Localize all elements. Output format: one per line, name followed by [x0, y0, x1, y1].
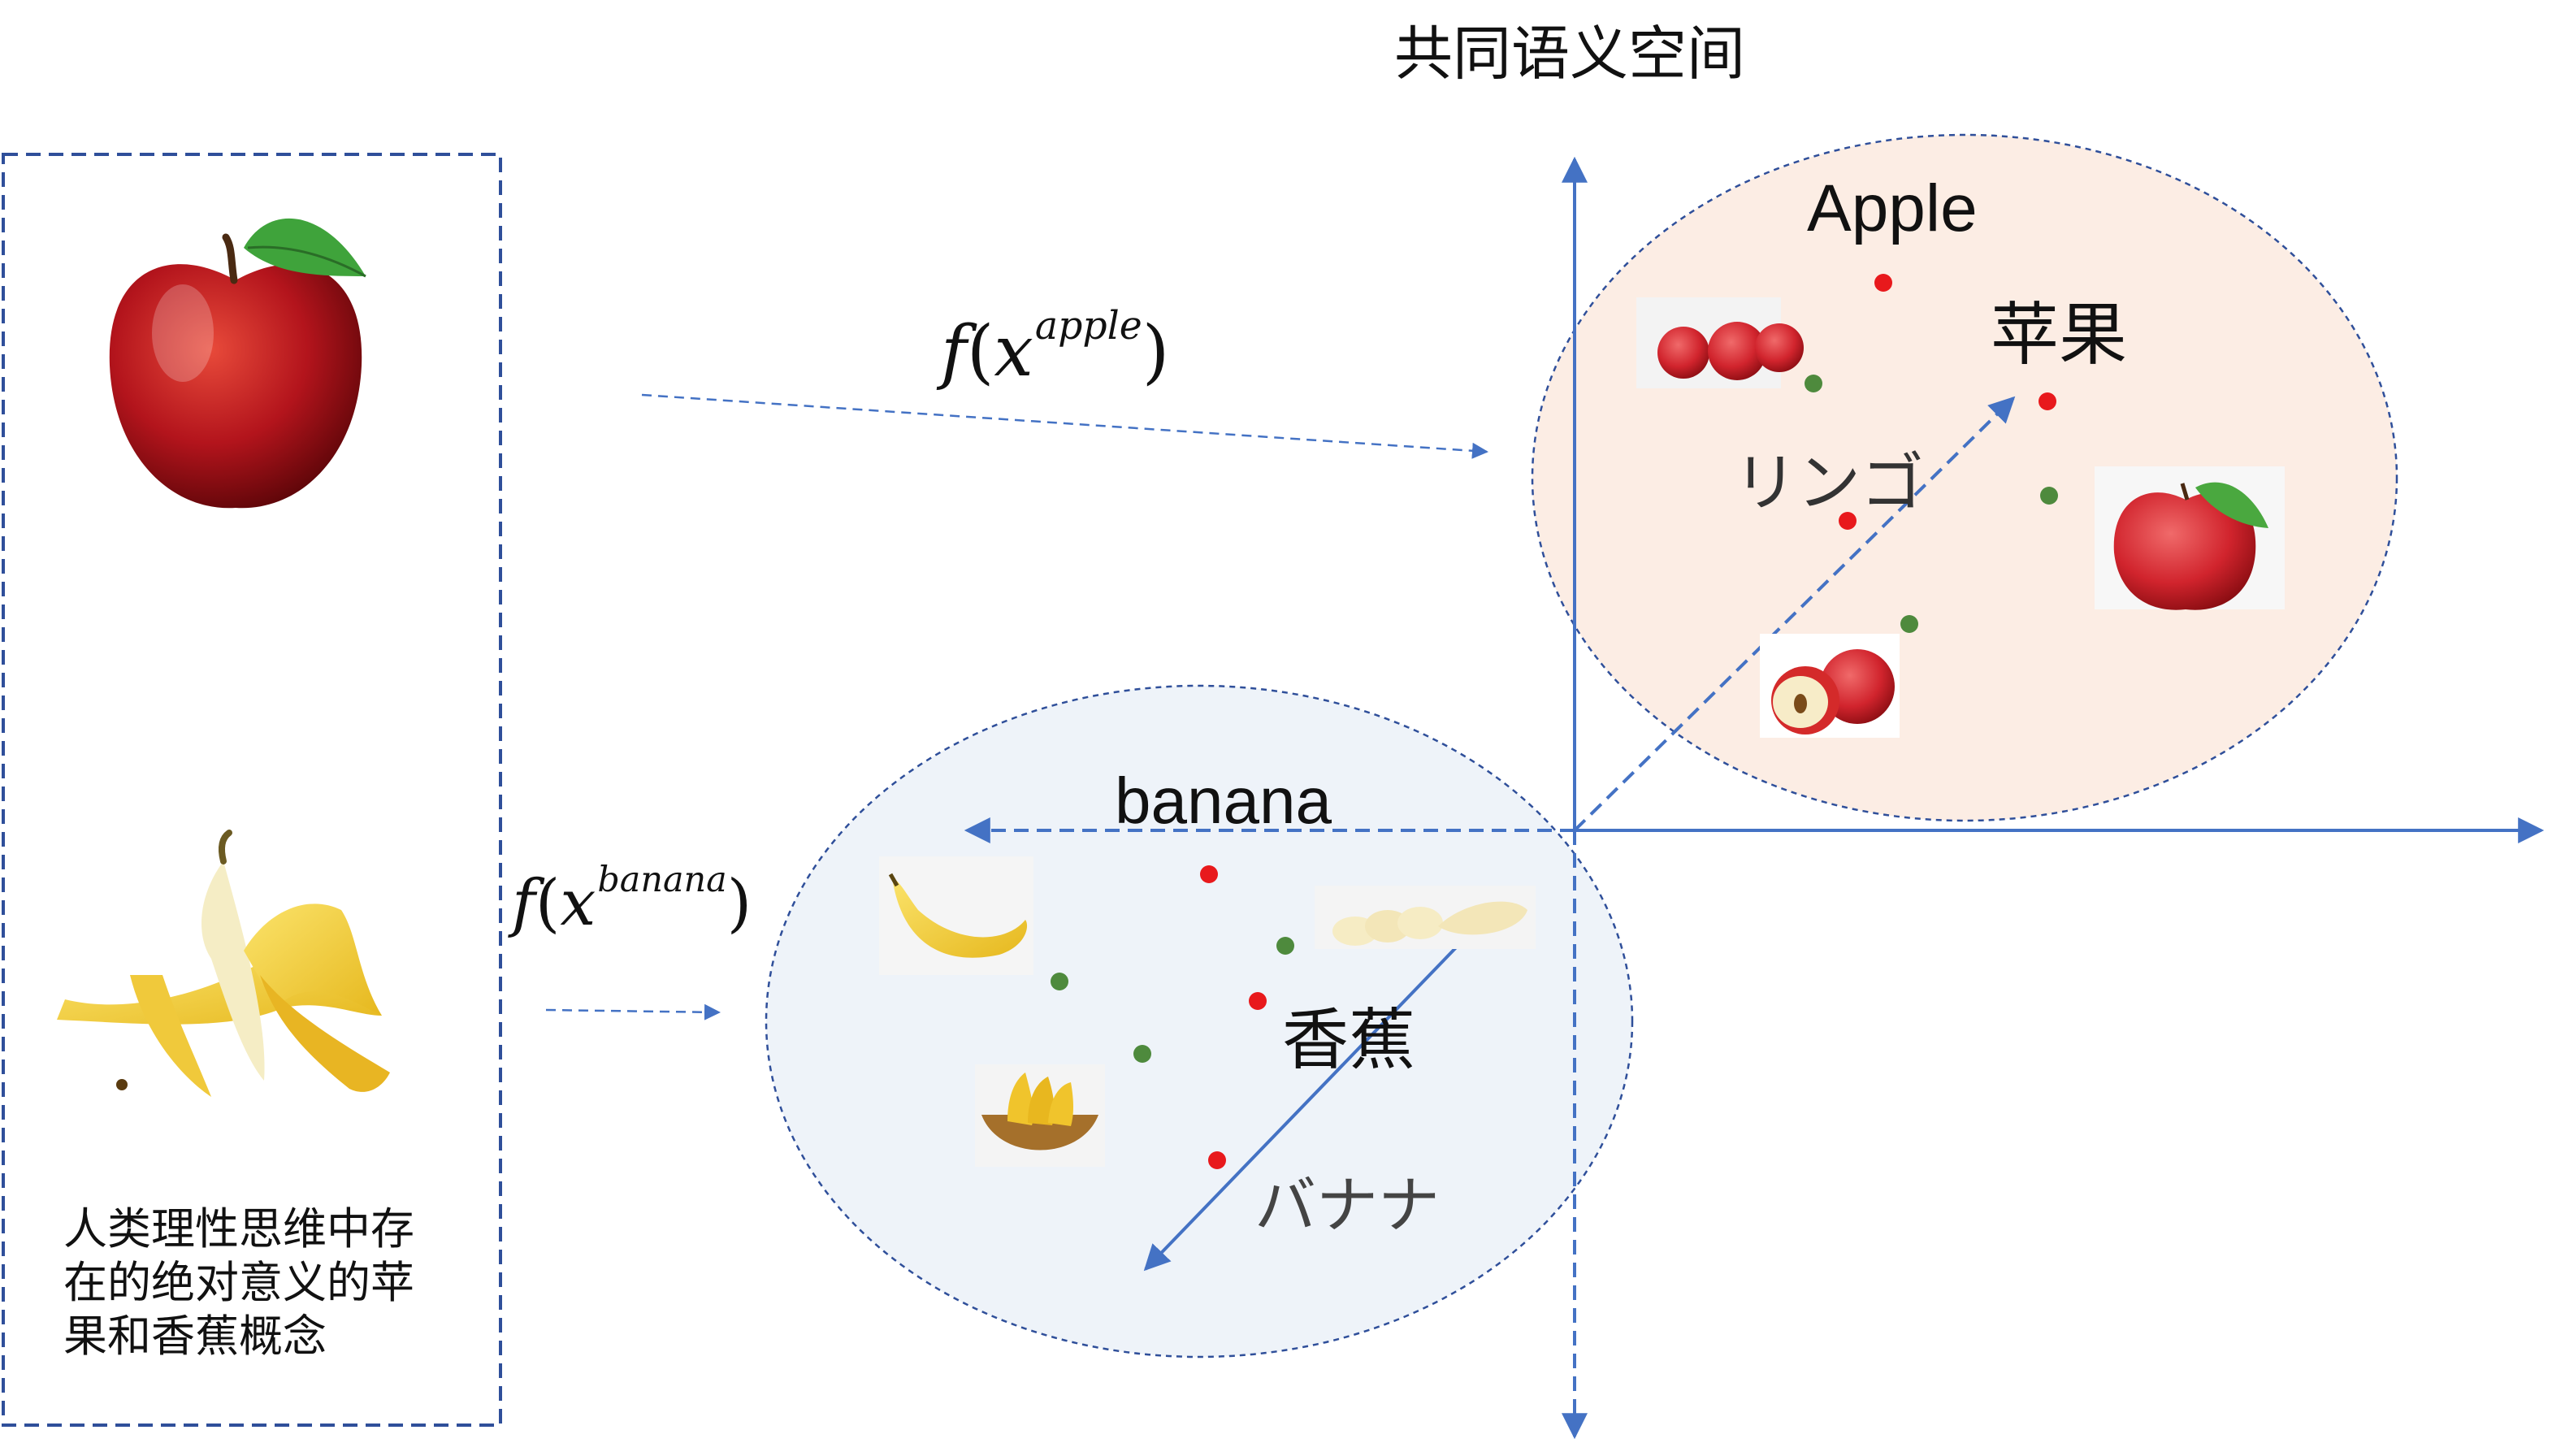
apple-point-en [1874, 274, 1892, 292]
banana-point-zh [1249, 992, 1267, 1010]
apple-point-ja [1839, 512, 1857, 530]
banana-function-open: ( [535, 866, 561, 940]
banana-image-point-2 [1051, 973, 1068, 990]
caption-line-1: 人类理性思维中存 [63, 1203, 414, 1254]
apple-image-point-2 [2040, 487, 2058, 505]
apple-function-sup: apple [1034, 304, 1142, 349]
apple-image-point-1 [1805, 375, 1822, 392]
apple-function-f: f [941, 310, 967, 392]
caption-line-3: 果和香蕉概念 [63, 1311, 327, 1362]
banana-thumbnail-2 [1315, 886, 1536, 949]
banana-function-close: ) [726, 866, 752, 940]
caption-line-2: 在的绝对意义的苹 [63, 1257, 414, 1308]
banana-thumbnail-1 [879, 856, 1033, 975]
apple-point-zh [2039, 392, 2056, 410]
banana-function-f: f [512, 866, 535, 940]
apple-image-point-3 [1900, 615, 1918, 633]
banana-cluster-region [765, 684, 1634, 1358]
banana-function-sup: banana [597, 860, 727, 900]
banana-function-label: f(xbanana) [512, 863, 752, 935]
apple-thumbnail-3 [1760, 634, 1900, 738]
banana-thumbnail-3 [975, 1064, 1105, 1167]
apple-thumbnail-2 [2095, 466, 2285, 610]
apple-label-en: Apple [1807, 171, 1978, 245]
banana-mapping-arrow [545, 1003, 721, 1020]
concept-caption: 人类理性思维中存 在的绝对意义的苹 果和香蕉概念 [63, 1202, 414, 1363]
apple-label-ja: リンゴ [1734, 447, 1925, 520]
apple-function-close: ) [1142, 310, 1170, 392]
banana-label-ja: バナナ [1254, 1169, 1440, 1242]
banana-label-en: banana [1115, 765, 1332, 837]
banana-label-zh: 香蕉 [1282, 1002, 1416, 1079]
z-axis-negative [1143, 939, 1464, 1272]
apple-function-open: ( [966, 310, 994, 392]
z-axis [1573, 396, 2016, 832]
banana-point-en [1200, 865, 1218, 883]
apple-function-label: f(xapple) [941, 307, 1169, 387]
banana-function-var: x [560, 866, 596, 940]
apple-label-zh: 苹果 [1991, 295, 2128, 375]
apple-mapping-arrow [641, 393, 1488, 459]
banana-point-ja [1208, 1151, 1226, 1169]
apple-function-var: x [994, 310, 1033, 392]
apple-image [109, 218, 366, 509]
banana-image [57, 830, 390, 1097]
banana-image-point-3 [1133, 1045, 1151, 1063]
diagram-title: 共同语义空间 [1394, 20, 1746, 88]
apple-thumbnail-1 [1636, 297, 1804, 388]
concept-panel [2, 153, 502, 1427]
banana-image-point-1 [1276, 937, 1294, 955]
